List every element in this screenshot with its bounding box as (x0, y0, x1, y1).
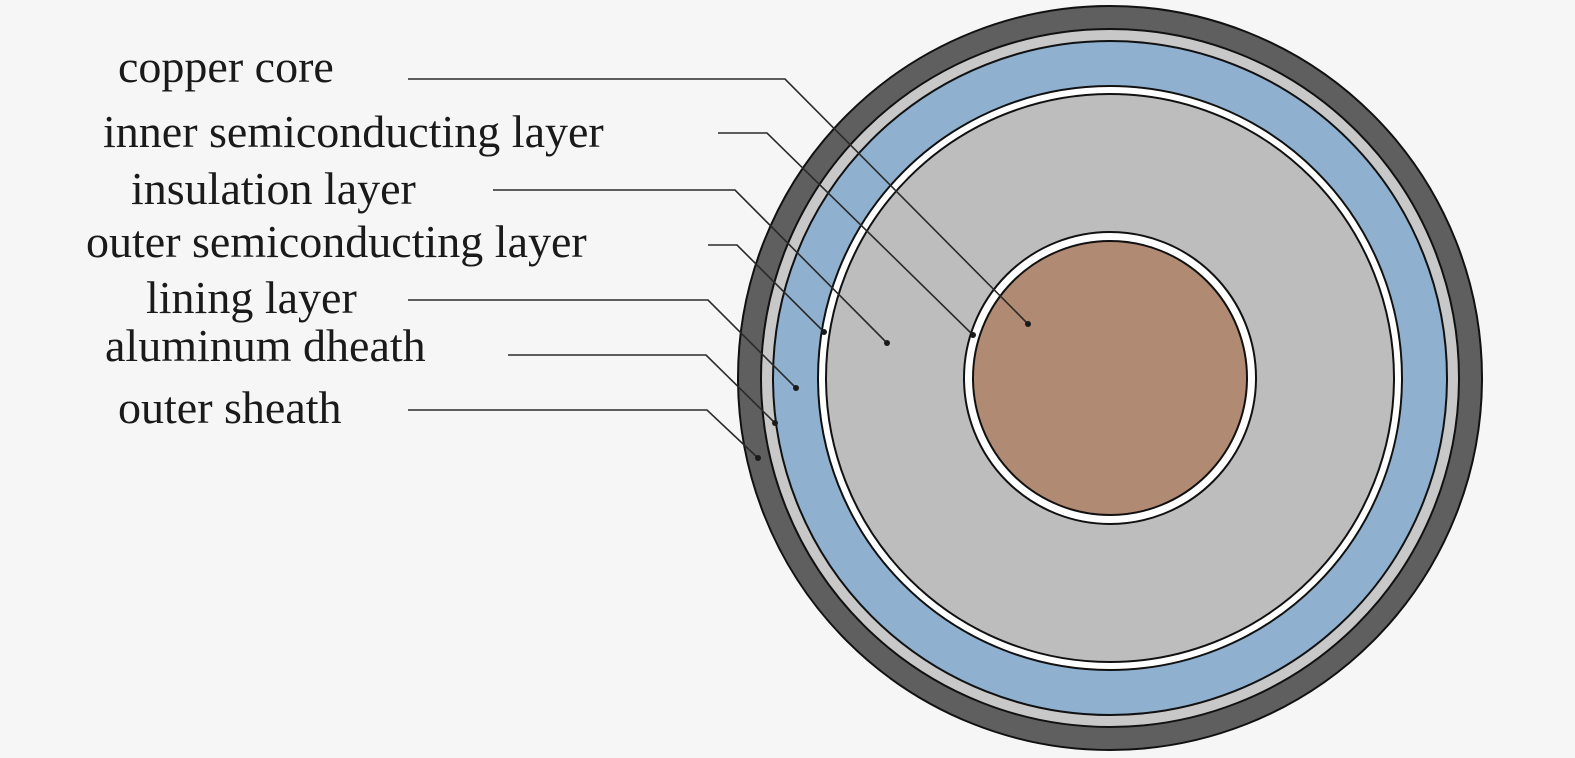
label-lining-layer: lining layer (146, 272, 357, 323)
leader-inner-semiconducting-layer (718, 132, 974, 336)
leader-outer-semiconducting-layer (708, 244, 825, 333)
label-copper-core: copper core (118, 41, 334, 92)
leader-dot-aluminum-sheath (772, 420, 778, 426)
leader-dot-outer-sheath (755, 455, 761, 461)
leader-outer-sheath (408, 409, 759, 459)
cable-layers (737, 5, 1483, 751)
leader-dot-outer-semiconducting-layer (821, 329, 827, 335)
label-outer-semiconducting-layer: outer semiconducting layer (86, 216, 587, 267)
leader-copper-core (408, 78, 1029, 325)
leader-lining-layer (408, 299, 797, 389)
leader-dot-copper-core (1025, 321, 1031, 327)
leader-insulation-layer (493, 189, 888, 344)
leader-dot-inner-semiconducting-layer (970, 332, 976, 338)
labels: copper core inner semiconducting layer i… (86, 41, 604, 433)
leader-dot-lining-layer (793, 385, 799, 391)
leader-aluminum-sheath (508, 354, 776, 424)
copper-core-disc (972, 240, 1248, 516)
leader-dot-insulation-layer (884, 340, 890, 346)
label-aluminum-sheath: aluminum dheath (105, 320, 426, 371)
label-inner-semiconducting-layer: inner semiconducting layer (103, 106, 604, 157)
label-outer-sheath: outer sheath (118, 382, 342, 433)
label-insulation-layer: insulation layer (131, 163, 416, 214)
leader-lines (408, 78, 1031, 461)
